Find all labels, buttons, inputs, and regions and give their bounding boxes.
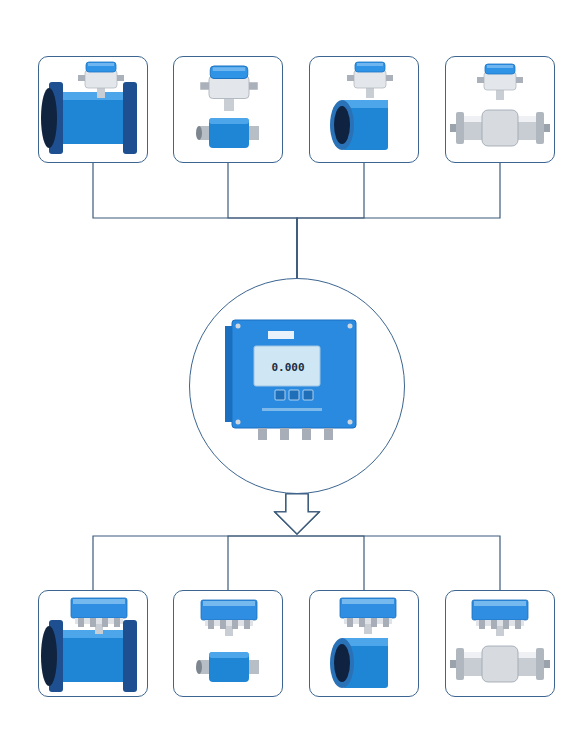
product-box — [173, 56, 283, 163]
connector — [275, 494, 500, 590]
converter-circle: 0.000 — [189, 278, 405, 494]
product-box — [38, 56, 148, 163]
product-box — [173, 590, 283, 697]
connector — [228, 163, 297, 278]
display-reading: 0.000 — [255, 361, 321, 374]
connector — [297, 163, 500, 278]
connector — [275, 494, 364, 590]
connector — [297, 163, 364, 278]
product-box — [309, 590, 419, 697]
product-box — [38, 590, 148, 697]
connector — [93, 494, 319, 590]
product-box — [309, 56, 419, 163]
connector — [93, 163, 297, 278]
product-box — [445, 590, 555, 697]
product-box — [445, 56, 555, 163]
connector — [228, 494, 319, 590]
